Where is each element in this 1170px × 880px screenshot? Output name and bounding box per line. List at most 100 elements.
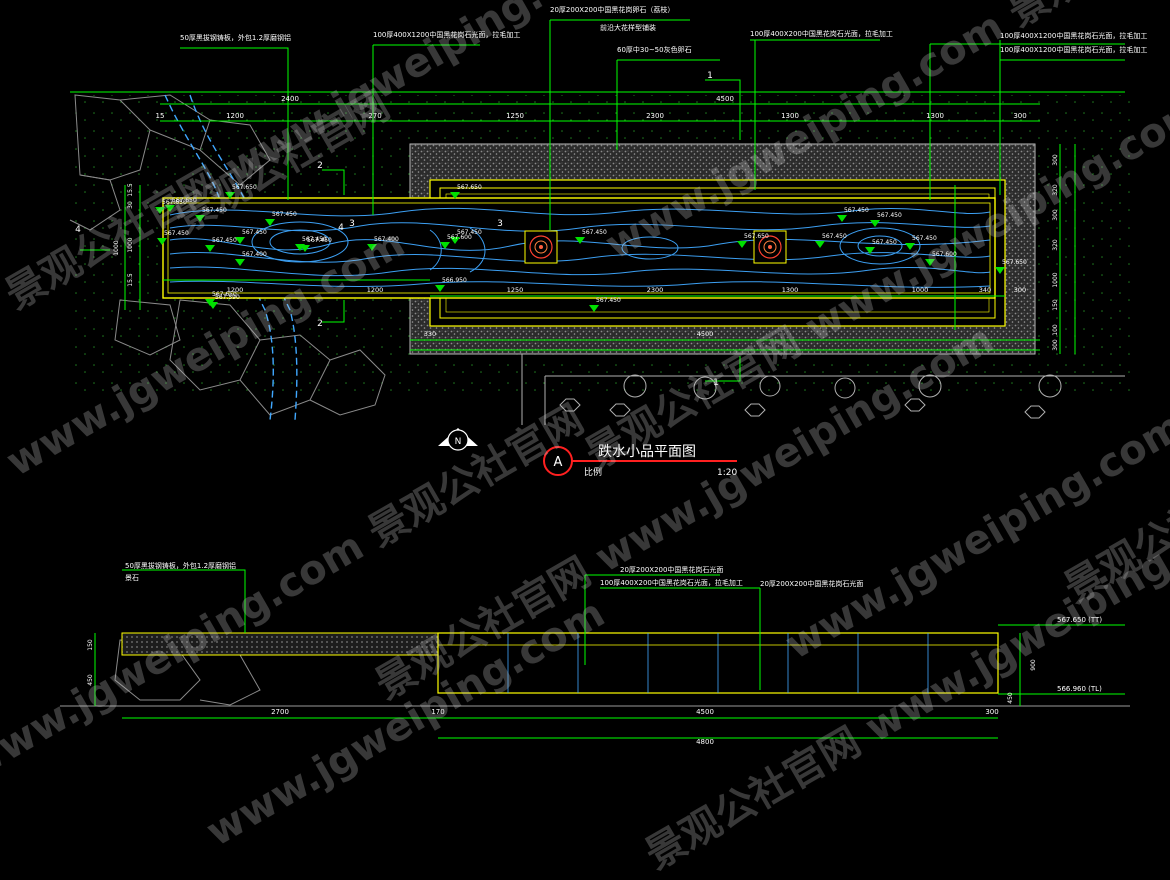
level-label: 566.960 (TL) (1057, 685, 1102, 693)
dimension-label: 300 (1052, 339, 1059, 351)
section-symbol-letter: A (554, 455, 563, 470)
dimension-label: 1200 (227, 286, 244, 294)
dimension-label: 1250 (506, 112, 524, 120)
dimension-label: 450 (1007, 692, 1014, 704)
elevation-triangle (208, 302, 218, 309)
elevation-triangle (235, 237, 245, 244)
elevation-value: 567.600 (447, 234, 472, 241)
dimension-label: 15.5 (127, 183, 134, 197)
elevation-triangle (225, 192, 235, 199)
dimension-label: 300 (1013, 112, 1026, 120)
elevation-value: 567.450 (822, 233, 847, 240)
drawing-title: 跌水小品平面图 (598, 444, 696, 460)
elevation-triangle (589, 305, 599, 312)
elevation-triangle (367, 244, 377, 251)
elevation-triangle (905, 243, 915, 250)
dimension-label: 1000 (127, 237, 134, 252)
plan-note: 100厚400X1200中国黑花岗石光面，拉毛加工 (1000, 45, 1147, 54)
dimension-label: 30 (127, 201, 134, 209)
elevation-triangle (995, 267, 1005, 274)
section-cut-number: 1 (707, 71, 713, 81)
elevation-value: 567.650 (1002, 259, 1027, 266)
plan-note: 20厚200X200中国黑花岗卵石（荔枝） (550, 5, 674, 14)
section-cut-number: 4 (75, 225, 81, 235)
elevation-triangle (575, 237, 585, 244)
elevation-value: 567.600 (932, 251, 957, 258)
elevation-triangle (450, 192, 460, 199)
dimension-label: 2300 (647, 286, 664, 294)
elevation-note: 20厚200X200中国黑花岗石光面 (760, 579, 863, 588)
plan-note: 100厚400X1200中国黑花岗石光面，拉毛加工 (1000, 31, 1147, 40)
elevation-value: 567.650 (212, 291, 237, 298)
elevation-triangle (737, 241, 747, 248)
elevation-triangle (865, 247, 875, 254)
dimension-label: 4500 (697, 330, 714, 338)
elevation-value: 567.450 (596, 297, 621, 304)
section-cut-number: 3 (349, 219, 355, 229)
dimension-label: 1000 (1052, 272, 1059, 287)
dimension-label: 340 (979, 286, 991, 294)
plan-note: 前沿大花样型铺装 (600, 23, 656, 32)
elevation-triangle (155, 207, 165, 214)
dimension-lines (70, 40, 1125, 354)
elevation-triangle (925, 259, 935, 266)
stream-channel-inner (167, 202, 991, 294)
scale-label: 比例 (584, 466, 602, 478)
level-label: 567.650 (TT) (1057, 616, 1102, 624)
plan-note: 100厚400X200中国黑花岗石光面，拉毛加工 (750, 29, 893, 38)
elevation-note: 100厚400X200中国黑花岗石光面，拉毛加工 (600, 578, 743, 587)
water-contours (169, 207, 991, 288)
elevation-value: 567.450 (457, 229, 482, 236)
elevation-markers (155, 192, 1005, 312)
section-cut-number: 2 (317, 319, 323, 329)
dimension-label: 15.5 (127, 273, 134, 287)
elevation-value: 567.450 (272, 211, 297, 218)
elevation-value: 567.450 (307, 237, 332, 244)
elevation-value: 567.450 (872, 239, 897, 246)
elevation-triangle (450, 237, 460, 244)
plan-note: 100厚400X1200中国黑花岗石光面，拉毛加工 (373, 30, 520, 39)
elevation-triangle (195, 215, 205, 222)
dimension-label: 15 (156, 112, 165, 120)
dimension-label: 4500 (696, 708, 714, 716)
plan-note: 60厚中30~50灰色卵石 (617, 45, 692, 54)
elevation-triangle (265, 219, 275, 226)
elevation-value: 567.650 (744, 233, 769, 240)
elevation-value: 567.650 (457, 184, 482, 191)
elevation-value: 567.450 (582, 229, 607, 236)
elevation-triangle (235, 259, 245, 266)
elevation-triangle (157, 238, 167, 245)
elevation-triangle (165, 205, 175, 212)
elevation-value: 567.650 (172, 197, 197, 204)
elevation-value: 567.450 (302, 236, 327, 243)
elevation-value: 567.450 (844, 207, 869, 214)
dimension-label: 330 (424, 330, 436, 338)
elevation-value: 567.450 (242, 229, 267, 236)
dimension-label: 170 (431, 708, 444, 716)
elevation-value: 567.450 (912, 235, 937, 242)
elevation-note: 20厚200X200中国黑花岗石光面 (620, 565, 723, 574)
elevation-value: 566.950 (442, 277, 467, 284)
dimension-label: 4500 (716, 95, 734, 103)
dimension-label: 270 (368, 112, 381, 120)
elevation-view (60, 569, 1130, 739)
dimension-label: 300 (1052, 154, 1059, 166)
elevation-triangle (870, 220, 880, 227)
dimension-label: 1000 (113, 240, 120, 255)
elevation-value: 567.400 (374, 236, 399, 243)
plan-note: 50厚黑拔钢铸板，外包1.2厚磨钢铝 (180, 33, 291, 42)
scale-value: 1:20 (717, 468, 737, 478)
dimension-label: 1300 (781, 112, 799, 120)
dimension-label: 1200 (226, 112, 244, 120)
elevation-value: 567.650 (232, 184, 257, 191)
elevation-value: 567.450 (212, 237, 237, 244)
elevation-value: 567.450 (164, 230, 189, 237)
elevation-note: 景石 (125, 574, 139, 582)
dimension-label: 1300 (926, 112, 944, 120)
dimension-label: 450 (87, 674, 94, 686)
elevation-triangle (837, 215, 847, 222)
dimension-label: 2400 (281, 95, 299, 103)
cad-drawing: N A 跌水小品平面图 比例 1:20 (60, 5, 1147, 746)
elevation-value: 567.450 (877, 212, 902, 219)
fountain-nozzle-right (753, 230, 787, 264)
